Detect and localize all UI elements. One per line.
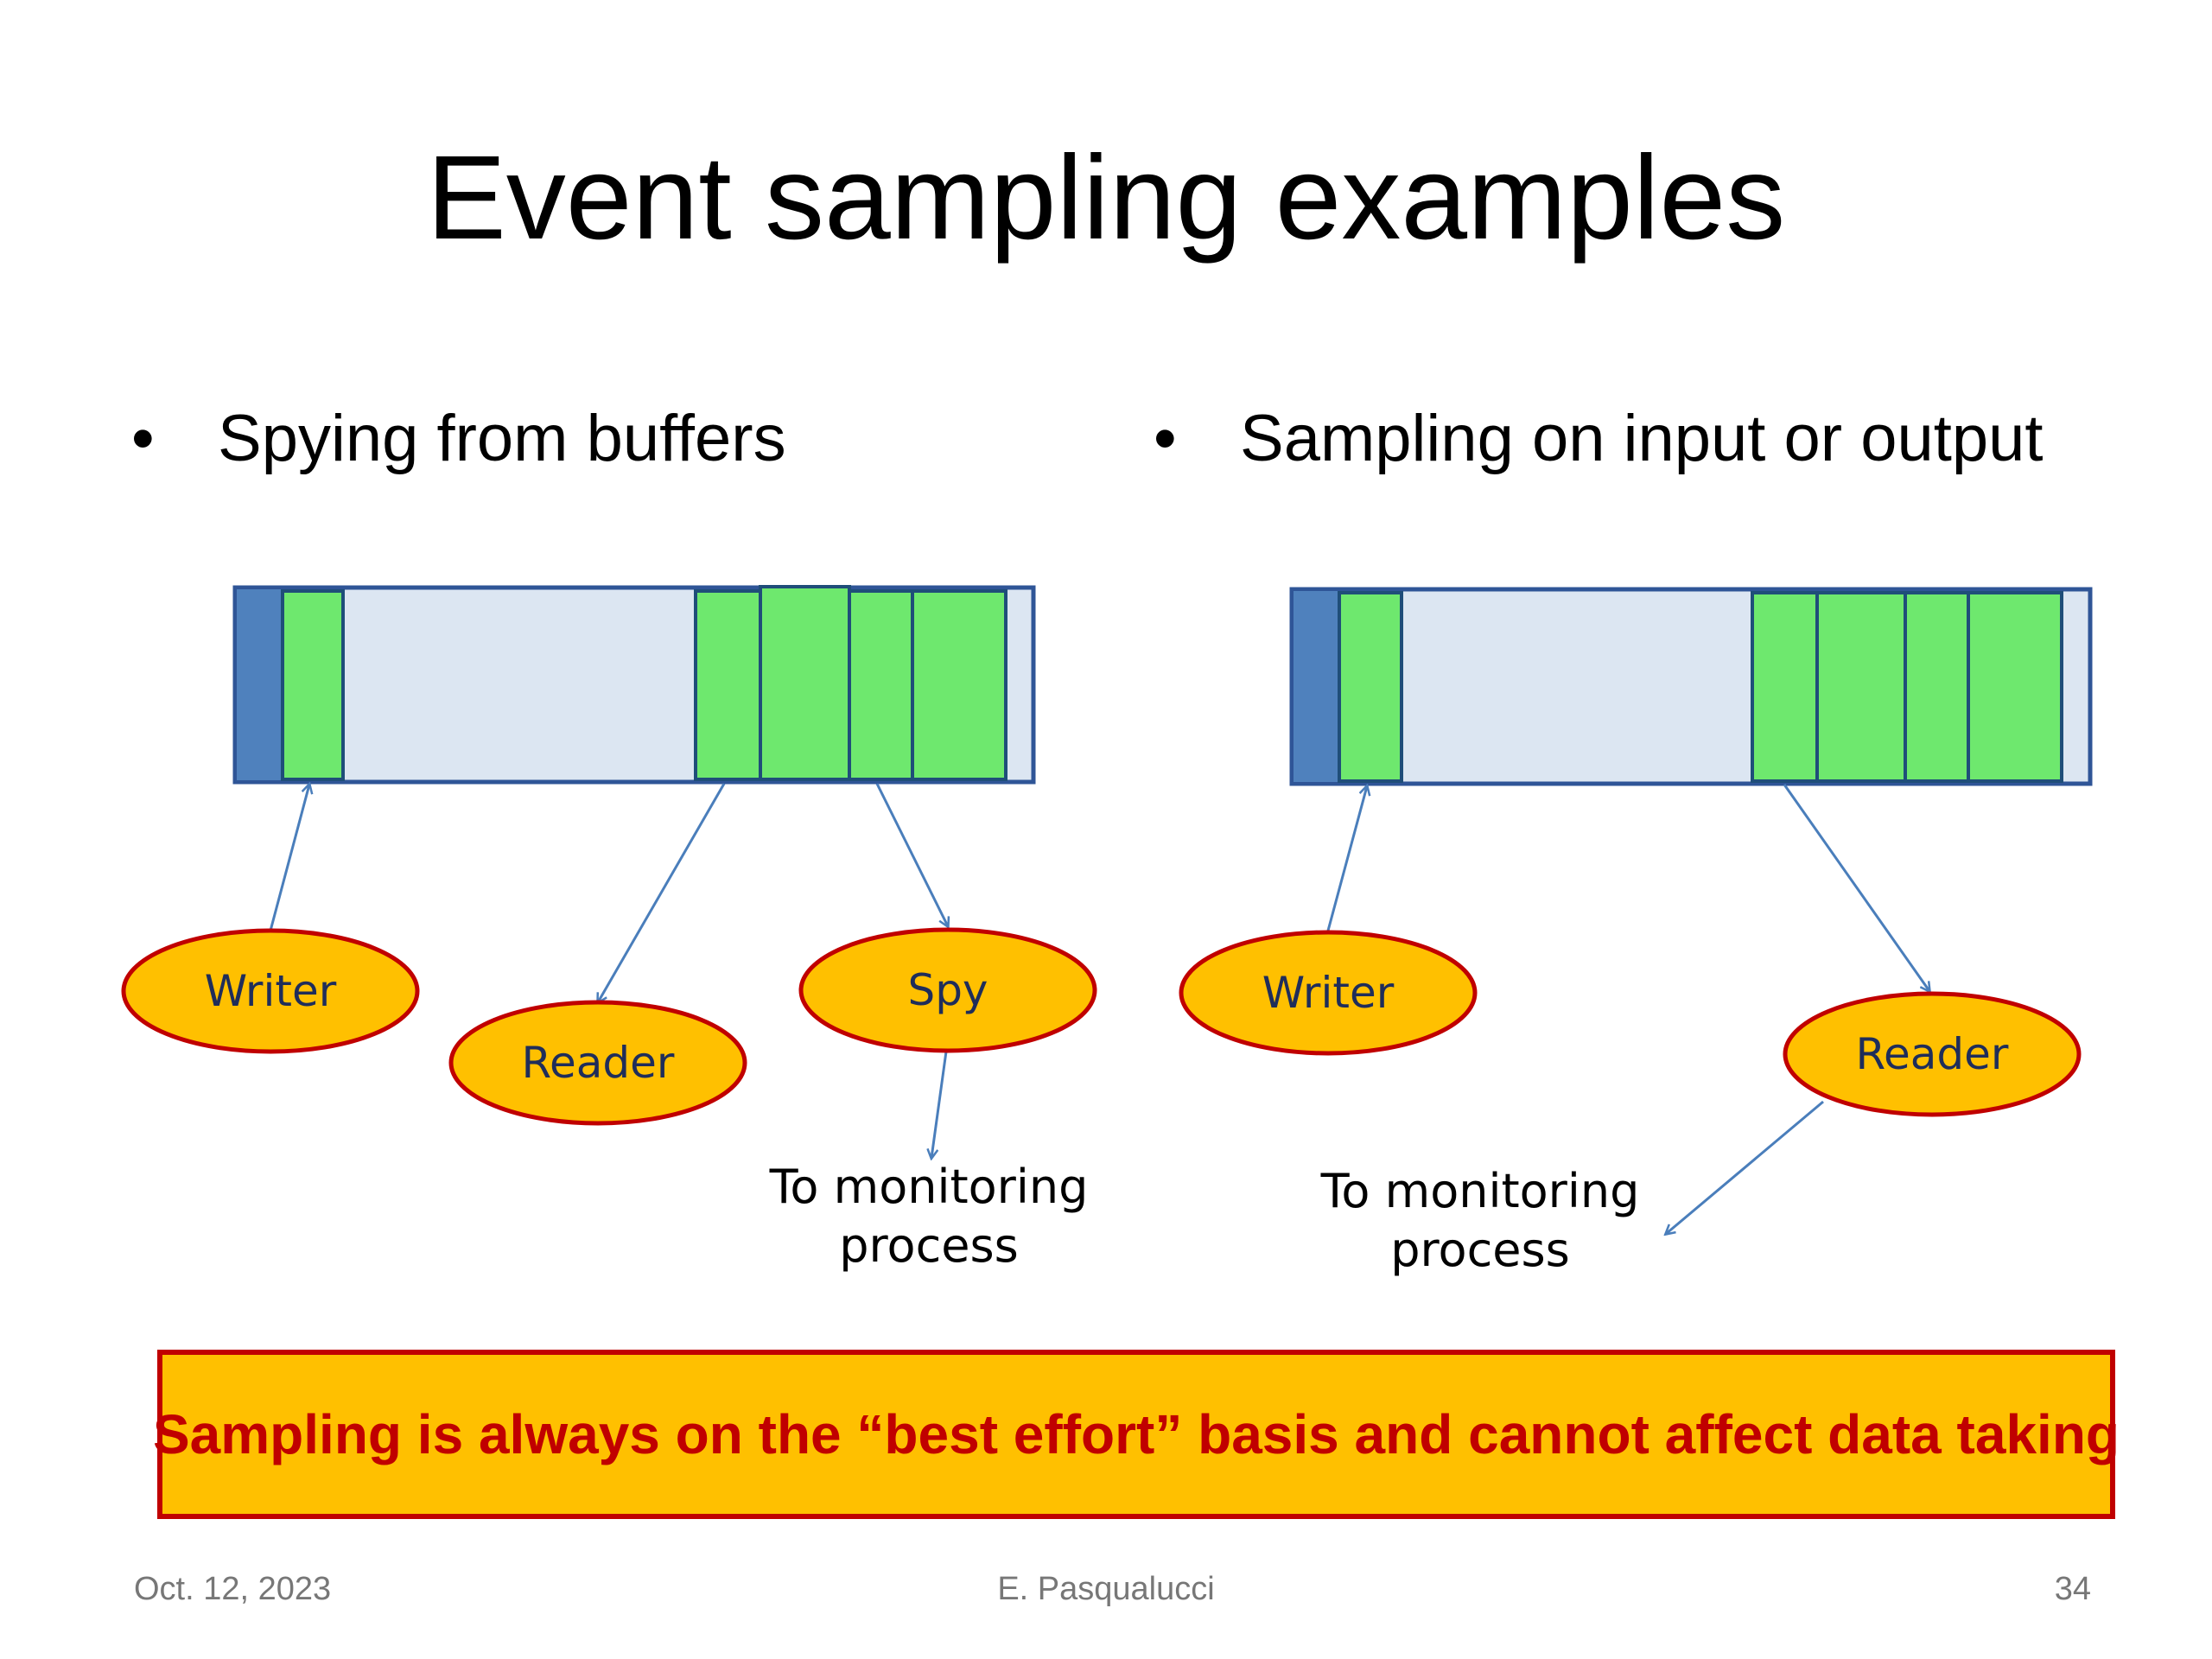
note-line-1: To monitoring [1320,1164,1640,1218]
left-arrows [269,783,948,1158]
spy-label: Spy [907,965,988,1015]
right-reader-ellipse: Reader [1783,991,2082,1117]
right-arrows [1326,784,1929,1234]
writer-label: Writer [205,966,337,1016]
event-slot [1338,591,1403,783]
writer-label: Writer [1262,968,1395,1018]
reader-label: Reader [522,1038,675,1088]
bullet-text: Spying from buffers [218,402,786,475]
right-monitoring-note: To monitoring process [1320,1164,1640,1277]
reader-to-monitoring-arrow [1666,1100,1824,1234]
event-slot [759,585,851,781]
buffer-to-spy-arrow [875,783,948,926]
left-monitoring-note: To monitoring process [769,1160,1089,1273]
event-slot [1967,591,2063,783]
left-spy-ellipse: Spy [798,927,1097,1053]
note-line-2: process [839,1218,1019,1273]
writer-to-buffer-arrow [1326,786,1367,931]
event-slot [911,589,1007,781]
note-line-2: process [1390,1223,1570,1277]
summary-text: Sampling is always on the “best effort” … [152,1403,2120,1465]
event-slot [281,589,345,781]
event-slot [1815,591,1907,783]
right-buffer [1289,587,2093,786]
left-buffer [232,585,1036,785]
footer-page-number: 34 [2054,1571,2091,1607]
spy-to-monitoring-arrow [931,1051,948,1158]
event-slot [1904,591,1970,783]
writer-to-buffer-arrow [269,785,309,931]
buffer-to-reader-arrow [598,783,726,1002]
bullet-marker: • [1154,402,1177,475]
bullet-text: Sampling on input or output [1240,402,2044,475]
slide-title: Event sampling examples [426,131,1786,264]
event-slot [1751,591,1819,783]
buffer-head [1290,588,1341,785]
bullet-spying-from-buffers: •Spying from buffers [131,406,786,472]
bullet-sampling-input-output: •Sampling on input or output [1154,406,2044,472]
event-slot [848,589,914,781]
footer-author: E. Pasqualucci [997,1571,1215,1607]
summary-callout: Sampling is always on the “best effort” … [153,1350,2120,1519]
event-slot [694,589,762,781]
buffer-head [233,586,284,784]
right-writer-ellipse: Writer [1179,930,1478,1056]
buffer-to-reader-arrow [1783,784,1929,991]
left-reader-ellipse: Reader [448,1000,747,1126]
reader-label: Reader [1856,1029,2009,1079]
footer-date: Oct. 12, 2023 [134,1571,332,1607]
bullet-marker: • [131,402,155,475]
left-writer-ellipse: Writer [121,928,420,1054]
note-line-1: To monitoring [769,1160,1089,1214]
